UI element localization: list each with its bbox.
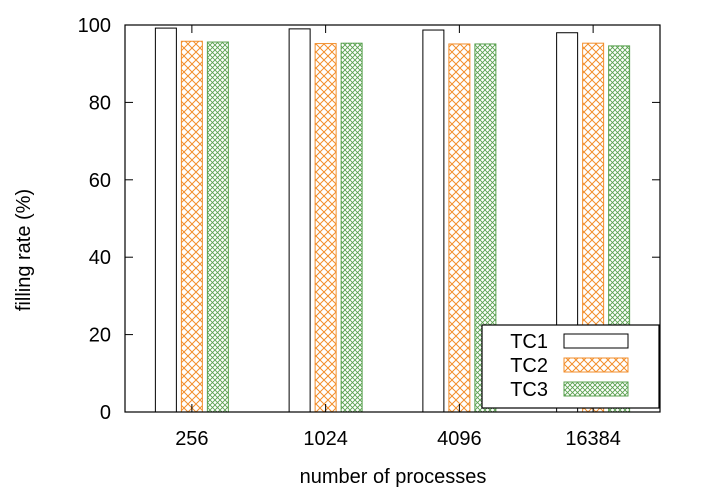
- y-tick-label: 60: [89, 170, 111, 192]
- bar-tc1-256: [154, 27, 177, 413]
- y-axis-label: filling rate (%): [13, 189, 35, 311]
- y-tick-label: 20: [89, 325, 111, 347]
- legend-swatch-tc2: [563, 357, 629, 373]
- bar-tc2-1024: [314, 43, 337, 413]
- x-tick-label: 4096: [437, 428, 482, 450]
- legend-swatch-tc3: [563, 381, 629, 397]
- x-tick-label: 1024: [303, 428, 348, 450]
- y-tick-label: 100: [78, 15, 111, 37]
- bar-tc3-1024: [340, 42, 363, 413]
- legend-label-tc3: TC3: [510, 379, 548, 401]
- y-tick-label: 80: [89, 92, 111, 114]
- bar-tc2-256: [180, 40, 203, 413]
- y-tick-label: 0: [100, 402, 111, 424]
- y-tick-label: 40: [89, 247, 111, 269]
- legend-swatch-tc1: [563, 333, 629, 349]
- legend-label-tc2: TC2: [510, 355, 548, 377]
- axes-layer: 0 20 40 60 80 100 256 1024 4096 16384: [78, 15, 661, 450]
- bar-tc1-4096: [422, 29, 445, 413]
- bar-tc1-1024: [288, 28, 311, 413]
- x-tick-label: 16384: [565, 428, 621, 450]
- bars-layer: [154, 27, 631, 413]
- bar-tc3-256: [206, 41, 229, 413]
- bar-tc2-4096: [448, 43, 471, 413]
- plot-frame: [124, 24, 661, 413]
- x-axis-label: number of processes: [300, 466, 487, 488]
- x-tick-label: 256: [175, 428, 208, 450]
- legend-label-tc1: TC1: [510, 331, 548, 353]
